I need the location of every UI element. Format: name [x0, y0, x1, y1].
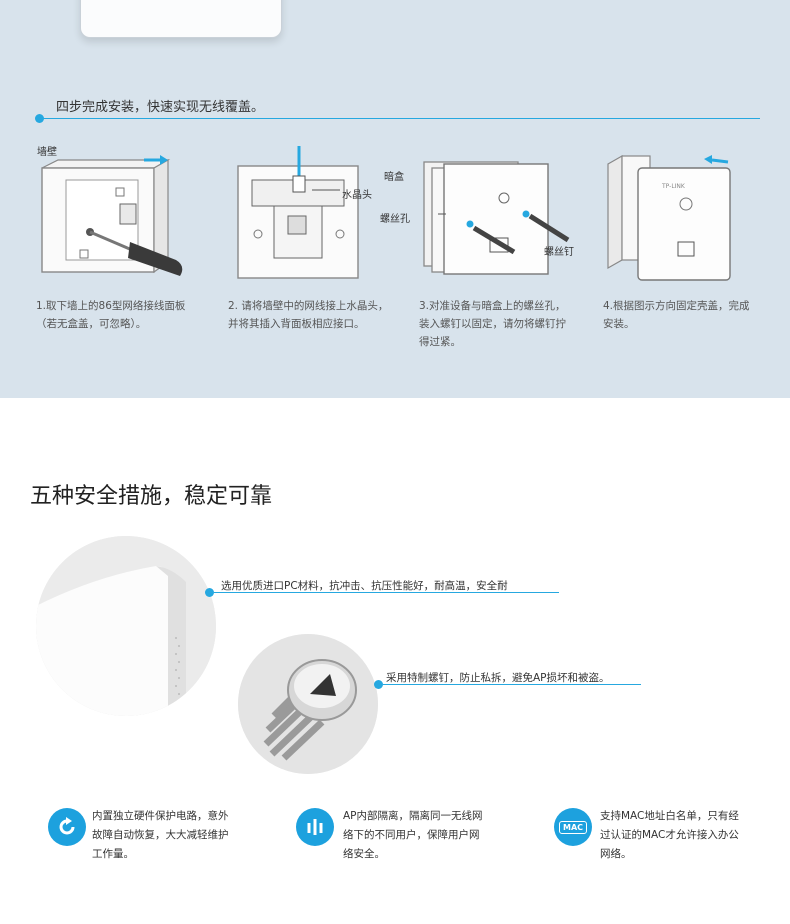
refresh-icon: [48, 808, 86, 846]
callout-wall: 墙壁: [37, 147, 57, 158]
safety-title: 五种安全措施，稳定可靠: [30, 484, 273, 509]
feature4-text: AP内部隔离，隔离同一无线网 络下的不同用户，保障用户网 络安全。: [343, 810, 483, 860]
callout-box: 暗盒: [384, 172, 404, 183]
feature2-dot: [374, 680, 383, 689]
feature5-text: 支持MAC地址白名单，只有经 过认证的MAC才允许接入办公 网络。: [600, 810, 739, 860]
device-top-image: [80, 0, 282, 38]
step1-text: 1.取下墙上的86型网络接线面板 （若无盒盖，可忽略）。: [36, 300, 186, 330]
install-title-dot: [35, 114, 44, 123]
step2-illustration: [237, 146, 359, 279]
step4-text: 4.根据图示方向固定壳盖，完成 安装。: [603, 300, 750, 330]
callout-screw: 螺丝钉: [544, 247, 574, 258]
feature3-text: 内置独立硬件保护电路，意外 故障自动恢复，大大减轻维护 工作量。: [92, 810, 229, 860]
install-title: 四步完成安装，快速实现无线覆盖。: [56, 100, 265, 115]
screw-closeup-image: [238, 634, 378, 774]
brand-label: TP-LINK: [661, 183, 686, 190]
callout-connector: 水晶头: [342, 190, 372, 201]
material-closeup-image: [36, 536, 216, 716]
step2-text: 2. 请将墙壁中的网线接上水晶头， 并将其插入背面板相应接口。: [228, 300, 389, 330]
feature1-line: [214, 592, 559, 593]
step3-illustration: [423, 161, 570, 275]
step3-text: 3.对准设备与暗盒上的螺丝孔， 装入螺钉以固定，请勿将螺钉拧 得过紧。: [419, 300, 566, 348]
feature2-line: [383, 684, 641, 685]
callout-hole: 螺丝孔: [380, 214, 410, 225]
step1-illustration: [41, 155, 183, 276]
feature1-text: 选用优质进口PC材料，抗冲击、抗压性能好，耐高温，安全耐: [221, 580, 508, 592]
mac-icon: MAC: [554, 808, 592, 846]
install-section: 四步完成安装，快速实现无线覆盖。 墙壁 1.取下墙上的86型网络接线面板 （若无…: [0, 0, 790, 398]
feature1-dot: [205, 588, 214, 597]
step4-illustration: TP-LINK: [607, 154, 731, 281]
mac-icon-label: MAC: [558, 820, 588, 834]
feature2-text: 采用特制螺钉，防止私拆，避免AP损坏和被盗。: [386, 672, 610, 684]
isolation-icon: [296, 808, 334, 846]
install-title-rule: [40, 118, 760, 119]
